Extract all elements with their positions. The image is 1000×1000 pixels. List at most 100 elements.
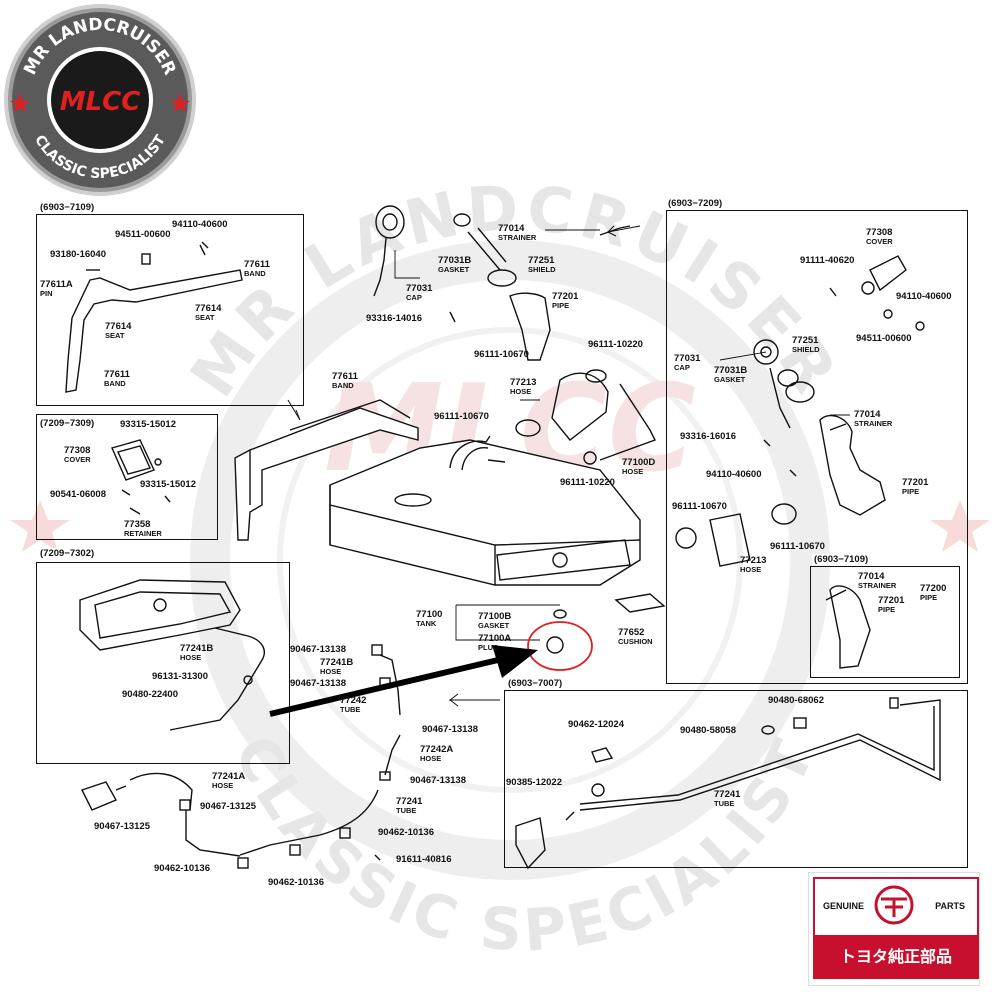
part-label: 90462-10136 bbox=[154, 863, 210, 874]
box-right-inner-title: (6903−7109) bbox=[812, 554, 871, 565]
bottom-right-tube-drawing bbox=[515, 697, 941, 870]
part-label: 90467-13138 bbox=[422, 724, 478, 735]
logo-star-right bbox=[170, 94, 190, 112]
box-lower-left-title: (7209−7302) bbox=[38, 548, 97, 559]
leader-lines bbox=[394, 229, 850, 641]
part-label: 96111-10220 bbox=[588, 339, 643, 350]
box-right-inner bbox=[810, 566, 960, 678]
logo-mark: MLCC bbox=[60, 87, 141, 117]
part-label: 90480-22400 bbox=[122, 689, 178, 700]
part-label: 96111-10670 bbox=[474, 349, 529, 360]
part-label: 96131-31300 bbox=[152, 671, 208, 682]
part-label: 93315-15012 bbox=[120, 419, 176, 430]
box-bottom-right bbox=[504, 690, 968, 868]
top-left-band-drawing bbox=[65, 241, 243, 393]
fuel-tank-drawing bbox=[329, 435, 641, 586]
part-label: 91111-40620 bbox=[800, 255, 855, 266]
part-label: 90462-10136 bbox=[378, 827, 434, 838]
part-label: 93180-16040 bbox=[50, 249, 106, 260]
part-label: 90480-68062 bbox=[768, 695, 824, 706]
tank-band-drawing bbox=[234, 399, 419, 541]
box-top-right-title: (6903−7209) bbox=[666, 198, 725, 209]
tank-small-parts bbox=[546, 593, 666, 654]
part-label: 96111-10670 bbox=[672, 501, 727, 512]
part-label: 90467-13138 bbox=[290, 678, 346, 689]
box-top-left-title: (6903−7109) bbox=[38, 202, 97, 213]
box-mid-left bbox=[36, 414, 218, 540]
highlight-arrow bbox=[269, 645, 538, 717]
genuine-parts-badge: GENUINE PARTS トヨタ純正部品 bbox=[808, 872, 980, 986]
part-label: 93316-14016 bbox=[366, 313, 422, 324]
top-right-drawings bbox=[675, 255, 925, 669]
watermark-star-left bbox=[10, 500, 70, 552]
part-label: 93316-16016 bbox=[680, 431, 736, 442]
part-label: 94511-00600 bbox=[115, 229, 171, 240]
box-bottom-right-title: (6903−7007) bbox=[506, 678, 565, 689]
part-label: 96111-10220 bbox=[560, 477, 615, 488]
direction-arrows bbox=[287, 225, 641, 707]
genuine-badge-frame bbox=[813, 877, 979, 937]
watermark-star-right bbox=[930, 500, 990, 552]
part-label: 93315-15012 bbox=[140, 479, 196, 490]
part-label: 94110-40600 bbox=[896, 291, 952, 302]
part-label: 90462-10136 bbox=[268, 877, 324, 888]
part-label: 94110-40600 bbox=[172, 219, 228, 230]
part-label: 90467-13125 bbox=[94, 821, 150, 832]
box-lower-left bbox=[36, 562, 290, 764]
logo-badge: MR LANDCRUISER CLASSIC SPECIALIST MLCC bbox=[4, 4, 196, 196]
part-label: 90385-12022 bbox=[506, 777, 562, 788]
genuine-label: GENUINE bbox=[823, 901, 865, 911]
part-label: 90467-13138 bbox=[410, 775, 466, 786]
logo-star-left bbox=[10, 94, 30, 112]
parts-label: PARTS bbox=[935, 901, 965, 911]
toyota-emblem-icon bbox=[874, 885, 914, 925]
lower-left-drawing bbox=[79, 579, 266, 731]
part-label: 96111-10670 bbox=[770, 541, 825, 552]
part-label: 90467-13125 bbox=[200, 801, 256, 812]
part-label: 90467-13138 bbox=[290, 644, 346, 655]
part-label: 90480-58058 bbox=[680, 725, 736, 736]
part-label: 90541-06008 bbox=[50, 489, 106, 500]
watermark-ring bbox=[190, 240, 830, 880]
part-label: 96111-10670 bbox=[434, 411, 489, 422]
logo-gear bbox=[4, 4, 196, 196]
watermark-inner-ring bbox=[277, 327, 743, 793]
part-label: 90462-12024 bbox=[568, 719, 624, 730]
